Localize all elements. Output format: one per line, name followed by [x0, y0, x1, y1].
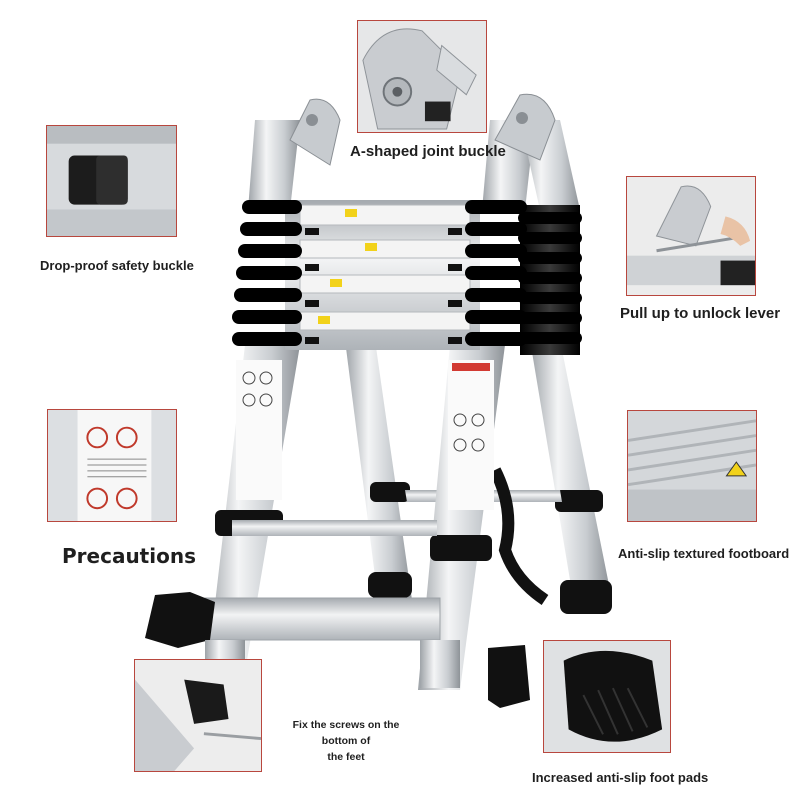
caption-footboard: Anti-slip textured footboard [618, 546, 790, 561]
caption-foot-screws-line1: Fix the screws on the bottom of [292, 719, 400, 747]
inset-safety-buckle [46, 125, 177, 237]
caption-foot-screws: Fix the screws on the bottom of the feet [276, 717, 416, 765]
inset-precautions [47, 409, 177, 522]
caption-precautions: Precautions [62, 544, 196, 568]
caption-unlock-lever: Pull up to unlock lever [620, 305, 781, 322]
leg-warning-stickers [236, 360, 494, 510]
rear-ladder-section [518, 120, 582, 355]
caption-safety-buckle: Drop-proof safety buckle [40, 258, 194, 273]
caption-foot-screws-line2: the feet [327, 751, 365, 763]
caption-foot-pads: Increased anti-slip foot pads [532, 770, 709, 785]
inset-unlock-lever [626, 176, 756, 296]
inset-joint-buckle [357, 20, 487, 133]
a-joint-hinges [289, 93, 556, 166]
caption-joint-buckle: A-shaped joint buckle [350, 143, 506, 160]
inset-foot-screws [134, 659, 262, 772]
inset-footboard [627, 410, 757, 522]
inset-foot-pads [543, 640, 671, 753]
bottom-rungs [204, 520, 441, 641]
top-rung-stack [232, 200, 527, 350]
